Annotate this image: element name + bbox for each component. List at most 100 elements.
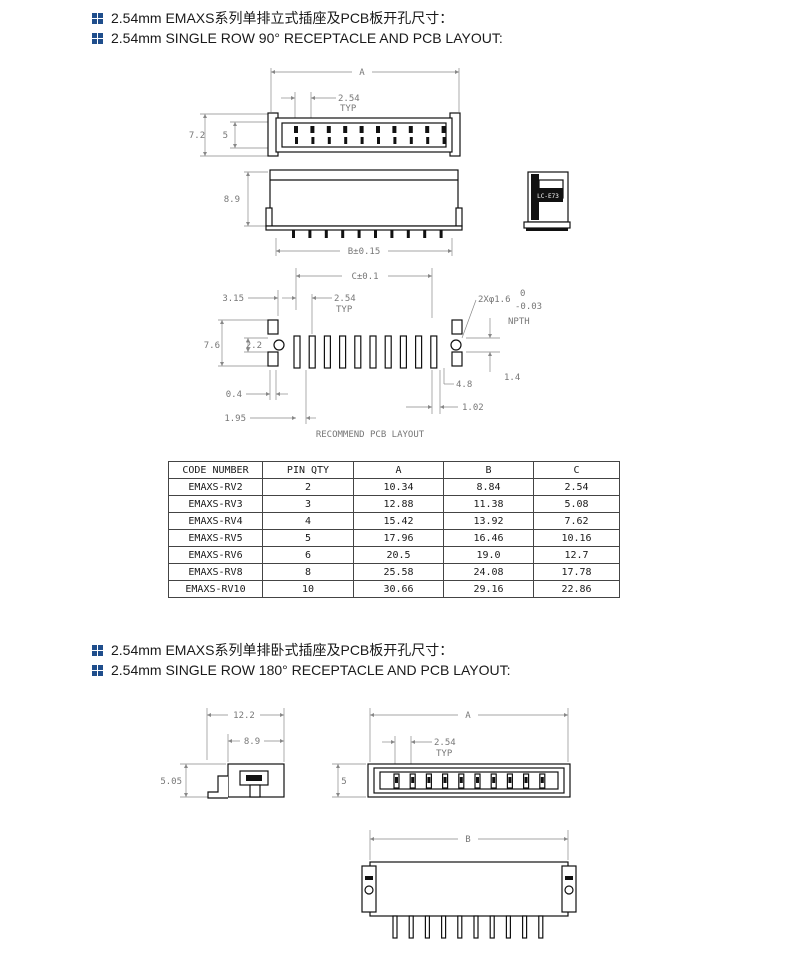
pin-contact (376, 126, 380, 133)
pin-contact (395, 777, 398, 783)
dim-1-95-label: 1.95 (224, 414, 246, 424)
dim-8-9-label: 8.9 (224, 195, 240, 205)
table-cell: 15.42 (353, 512, 444, 530)
bullet-icon (92, 32, 103, 44)
table-cell: 19.0 (443, 546, 534, 564)
pin-leg (457, 915, 463, 939)
pin-leg (406, 230, 410, 238)
pcb-pad (354, 335, 362, 369)
section2-title-en: 2.54mm SINGLE ROW 180° RECEPTACLE AND PC… (111, 662, 511, 678)
table-cell: 24.08 (443, 563, 534, 581)
pin-leg (357, 230, 361, 238)
pin-leg (341, 230, 345, 238)
table-cell: 30.66 (353, 580, 444, 598)
pin-leg (408, 915, 414, 939)
pcb-pad (293, 335, 301, 369)
pin-contact (476, 777, 479, 783)
dim-1-02-label: 1.02 (462, 403, 484, 413)
pin-contact (359, 126, 364, 133)
pin-contact (409, 137, 413, 144)
pin-contact (408, 126, 413, 133)
pin-leg (324, 230, 328, 238)
receptacle-180-top-view: A 2.54 TYP 5 (332, 708, 571, 798)
pin-contact (441, 126, 446, 133)
pin-leg (424, 915, 430, 939)
pin-contact (426, 137, 430, 144)
pcb-pad (308, 335, 316, 369)
section2-title-cn: 2.54mm EMAXS系列单排卧式插座及PCB板开孔尺寸： (111, 642, 454, 658)
pin-leg (390, 230, 394, 238)
pin-contact (459, 777, 463, 783)
bullet-icon (92, 664, 103, 676)
table-cell: EMAXS-RV5 (168, 529, 263, 547)
table-cell: 10.16 (533, 529, 620, 547)
pin-leg (308, 230, 312, 238)
table-cell: 29.16 (443, 580, 534, 598)
table-cell: 10 (262, 580, 354, 598)
pin-contact (442, 137, 446, 144)
table-cell: 17.78 (533, 563, 620, 581)
dim-3-15-label: 3.15 (222, 294, 244, 304)
dim-pitch-180-label: 2.54 (434, 738, 456, 748)
table-cell: 13.92 (443, 512, 534, 530)
dim-b-180-label: B (465, 835, 470, 845)
pin-contact (492, 777, 496, 783)
pin-leg (392, 915, 398, 939)
pin-contact (524, 777, 528, 783)
pin-leg (521, 915, 528, 939)
table-cell: 25.58 (353, 563, 444, 581)
table-cell: 22.86 (533, 580, 620, 598)
hole-tolerance-upper: 0 (520, 289, 525, 299)
pin-leg (489, 915, 495, 939)
pin-contact (393, 137, 397, 144)
dim-5-180-label: 5 (341, 777, 346, 787)
receptacle-90-top-view: A 2.54 TYP 7.2 5 (189, 68, 461, 157)
table-cell: 4 (262, 512, 354, 530)
receptacle-90-front-view: 8.9 B±0.15 (224, 169, 463, 257)
pin-leg (505, 915, 511, 939)
pin-contact (427, 777, 431, 783)
dim-2-2-label: 2.2 (246, 341, 262, 351)
hole-note-label: 2Xφ1.6 (478, 295, 511, 305)
table-cell: 17.96 (353, 529, 444, 547)
pcb-pad (430, 335, 438, 369)
dim-8-9-180-label: 8.9 (244, 737, 260, 747)
table-cell: 2.54 (533, 478, 620, 496)
dim-typ-180-label: TYP (436, 749, 453, 759)
pin-contact (311, 137, 315, 144)
side-view-label: LC-E73 (537, 193, 559, 200)
pcb-dim-pitch-label: 2.54 (334, 294, 356, 304)
table-cell: 8 (262, 563, 354, 581)
table-header-cell: C (533, 461, 620, 479)
pin-leg (473, 915, 479, 939)
pcb-pad (323, 335, 331, 369)
pin-contact (540, 777, 544, 783)
table-cell: 7.62 (533, 512, 620, 530)
dim-1-4-label: 1.4 (504, 373, 520, 383)
pin-leg (439, 230, 443, 238)
pcb-pad (399, 335, 407, 369)
section2-heading-cn: 2.54mm EMAXS系列单排卧式插座及PCB板开孔尺寸： (92, 640, 453, 660)
table-cell: EMAXS-RV10 (168, 580, 263, 598)
table-cell: 12.7 (533, 546, 620, 564)
pin-leg (292, 230, 295, 238)
bullet-icon (92, 12, 103, 24)
pin-leg (374, 230, 377, 238)
table-cell: 16.46 (443, 529, 534, 547)
dim-12-2-label: 12.2 (233, 711, 255, 721)
pcb-pad (415, 335, 423, 369)
pin-contact (377, 137, 380, 144)
pin-contact (327, 137, 331, 144)
pin-contact (326, 126, 331, 133)
pcb-pad (384, 335, 392, 369)
pin-leg (423, 230, 427, 238)
section1-heading-cn: 2.54mm EMAXS系列单排立式插座及PCB板开孔尺寸： (92, 8, 453, 28)
table-cell: 5.08 (533, 495, 620, 513)
pin-leg (441, 915, 447, 939)
pin-contact (344, 137, 348, 144)
